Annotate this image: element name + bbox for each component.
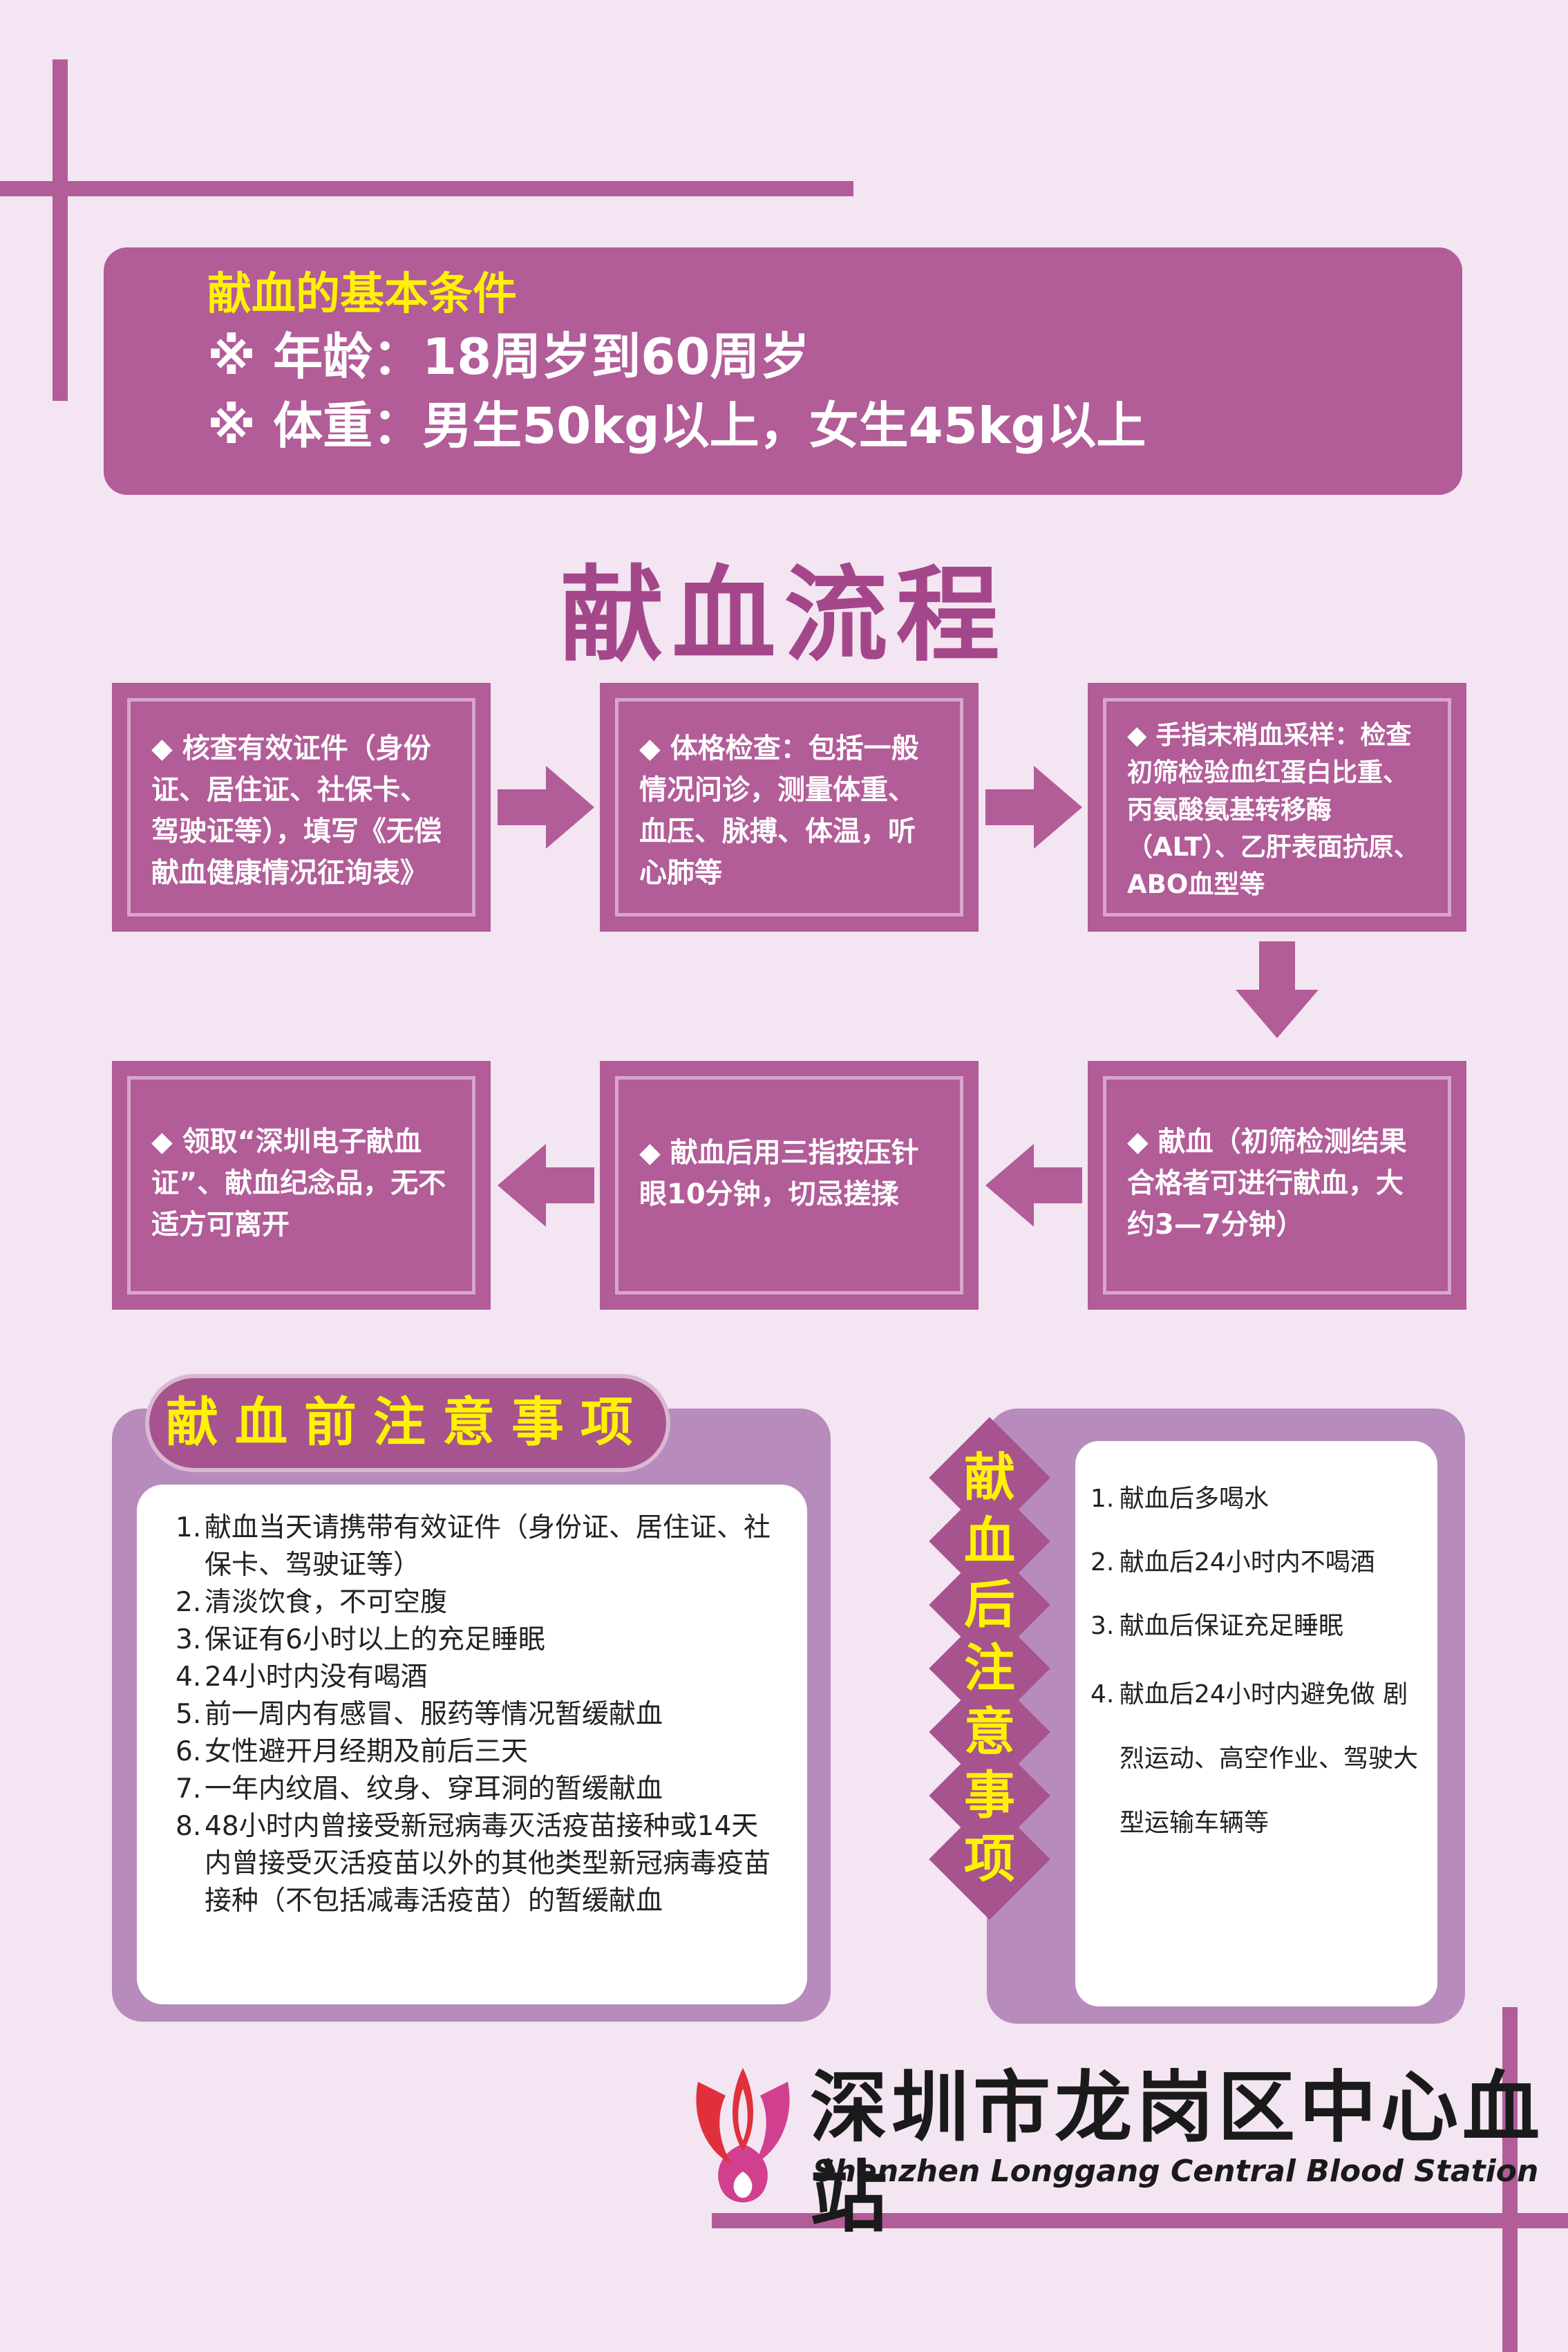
age-condition: ※ 年龄：18周岁到60周岁 — [207, 328, 810, 386]
list-item: 5.前一周内有感冒、服药等情况暂缓献血 — [176, 1699, 663, 1730]
arrow-right-icon — [498, 766, 594, 849]
flow-step-3: ◆ 手指末梢血采样：检查初筛检验血红蛋白比重、丙氨酸氨基转移酶（ALT）、乙肝表… — [1088, 683, 1466, 932]
list-item: 8.48小时内曾接受新冠病毒灭活疫苗接种或14天内曾接受灭活疫苗以外的其他类型新… — [176, 1811, 771, 1917]
blood-drop-flower-logo-icon — [696, 2068, 790, 2203]
list-item: 6.女性避开月经期及前后三天 — [176, 1736, 529, 1767]
list-item: 7.一年内纹眉、纹身、穿耳洞的暂缓献血 — [176, 1774, 663, 1805]
decor-line-bottom-horizontal — [712, 2213, 1568, 2228]
logo-name-en: Shenzhen Longgang Central Blood Station — [813, 2154, 1539, 2189]
before-notes-list: 1.献血当天请携带有效证件（身份证、居住证、社保卡、驾驶证等） 2.清淡饮食，不… — [137, 1485, 807, 2004]
flow-step-2: ◆ 体格检查：包括一般情况问诊，测量体重、血压、脉搏、体温，听心肺等 — [600, 683, 979, 932]
decor-line-bottom-vertical — [1502, 2007, 1518, 2352]
logo-name-zh: 深圳市龙岗区中心血站 — [810, 2063, 1544, 2243]
flow-step-4: ◆ 献血（初筛检测结果合格者可进行献血，大约3—7分钟） — [1088, 1061, 1466, 1310]
list-item: 3.保证有6小时以上的充足睡眠 — [176, 1624, 545, 1655]
before-notes-title: 献血前注意事项 — [145, 1374, 670, 1472]
flow-step-1-text: ◆ 核查有效证件（身份证、居住证、社保卡、驾驶证等），填写《无偿献血健康情况征询… — [127, 698, 475, 916]
basic-conditions-panel: 献血的基本条件 ※ 年龄：18周岁到60周岁 ※ 体重：男生50kg以上，女生4… — [104, 247, 1462, 495]
arrow-down-icon — [1236, 941, 1319, 1038]
flow-step-2-text: ◆ 体格检查：包括一般情况问诊，测量体重、血压、脉搏、体温，听心肺等 — [615, 698, 963, 916]
decor-line-top-horizontal — [0, 181, 853, 196]
flow-step-5-text: ◆ 献血后用三指按压针眼10分钟，切忌搓揉 — [615, 1076, 963, 1295]
flow-step-5: ◆ 献血后用三指按压针眼10分钟，切忌搓揉 — [600, 1061, 979, 1310]
list-item: 2.献血后24小时内不喝酒 — [1090, 1548, 1375, 1577]
after-title-char: 项 — [964, 1829, 1015, 1889]
flow-step-6: ◆ 领取“深圳电子献血证”、献血纪念品，无不适方可离开 — [112, 1061, 491, 1310]
basic-conditions-title: 献血的基本条件 — [207, 269, 517, 320]
weight-condition: ※ 体重：男生50kg以上，女生45kg以上 — [207, 397, 1146, 455]
decor-line-top-vertical — [53, 59, 68, 401]
after-title-char: 血 — [964, 1512, 1015, 1571]
arrow-left-icon — [985, 1144, 1082, 1227]
flow-title: 献血流程 — [560, 554, 1008, 676]
arrow-right-icon — [985, 766, 1082, 849]
arrow-left-icon — [498, 1144, 594, 1227]
list-item: 3.献血后保证充足睡眠 — [1090, 1612, 1344, 1640]
flow-step-6-text: ◆ 领取“深圳电子献血证”、献血纪念品，无不适方可离开 — [127, 1076, 475, 1295]
list-item: 4.献血后24小时内避免做 剧烈运动、高空作业、驾驶大型运输车辆等 — [1090, 1680, 1419, 1837]
after-notes-list: 1.献血后多喝水 2.献血后24小时内不喝酒 3.献血后保证充足睡眠 4.献血后… — [1075, 1441, 1437, 2006]
flow-step-3-text: ◆ 手指末梢血采样：检查初筛检验血红蛋白比重、丙氨酸氨基转移酶（ALT）、乙肝表… — [1103, 698, 1451, 916]
flow-step-4-text: ◆ 献血（初筛检测结果合格者可进行献血，大约3—7分钟） — [1103, 1076, 1451, 1295]
after-title-char: 意 — [964, 1702, 1015, 1762]
flow-step-1: ◆ 核查有效证件（身份证、居住证、社保卡、驾驶证等），填写《无偿献血健康情况征询… — [112, 683, 491, 932]
list-item: 1.献血当天请携带有效证件（身份证、居住证、社保卡、驾驶证等） — [176, 1512, 771, 1581]
after-title-char: 事 — [964, 1766, 1015, 1825]
list-item: 1.献血后多喝水 — [1090, 1485, 1269, 1513]
after-title-char: 注 — [964, 1639, 1015, 1698]
after-title-char: 后 — [964, 1575, 1015, 1635]
after-title-char: 献 — [964, 1448, 1015, 1507]
list-item: 2.清淡饮食，不可空腹 — [176, 1587, 448, 1618]
list-item: 4.24小时内没有喝酒 — [176, 1662, 428, 1693]
